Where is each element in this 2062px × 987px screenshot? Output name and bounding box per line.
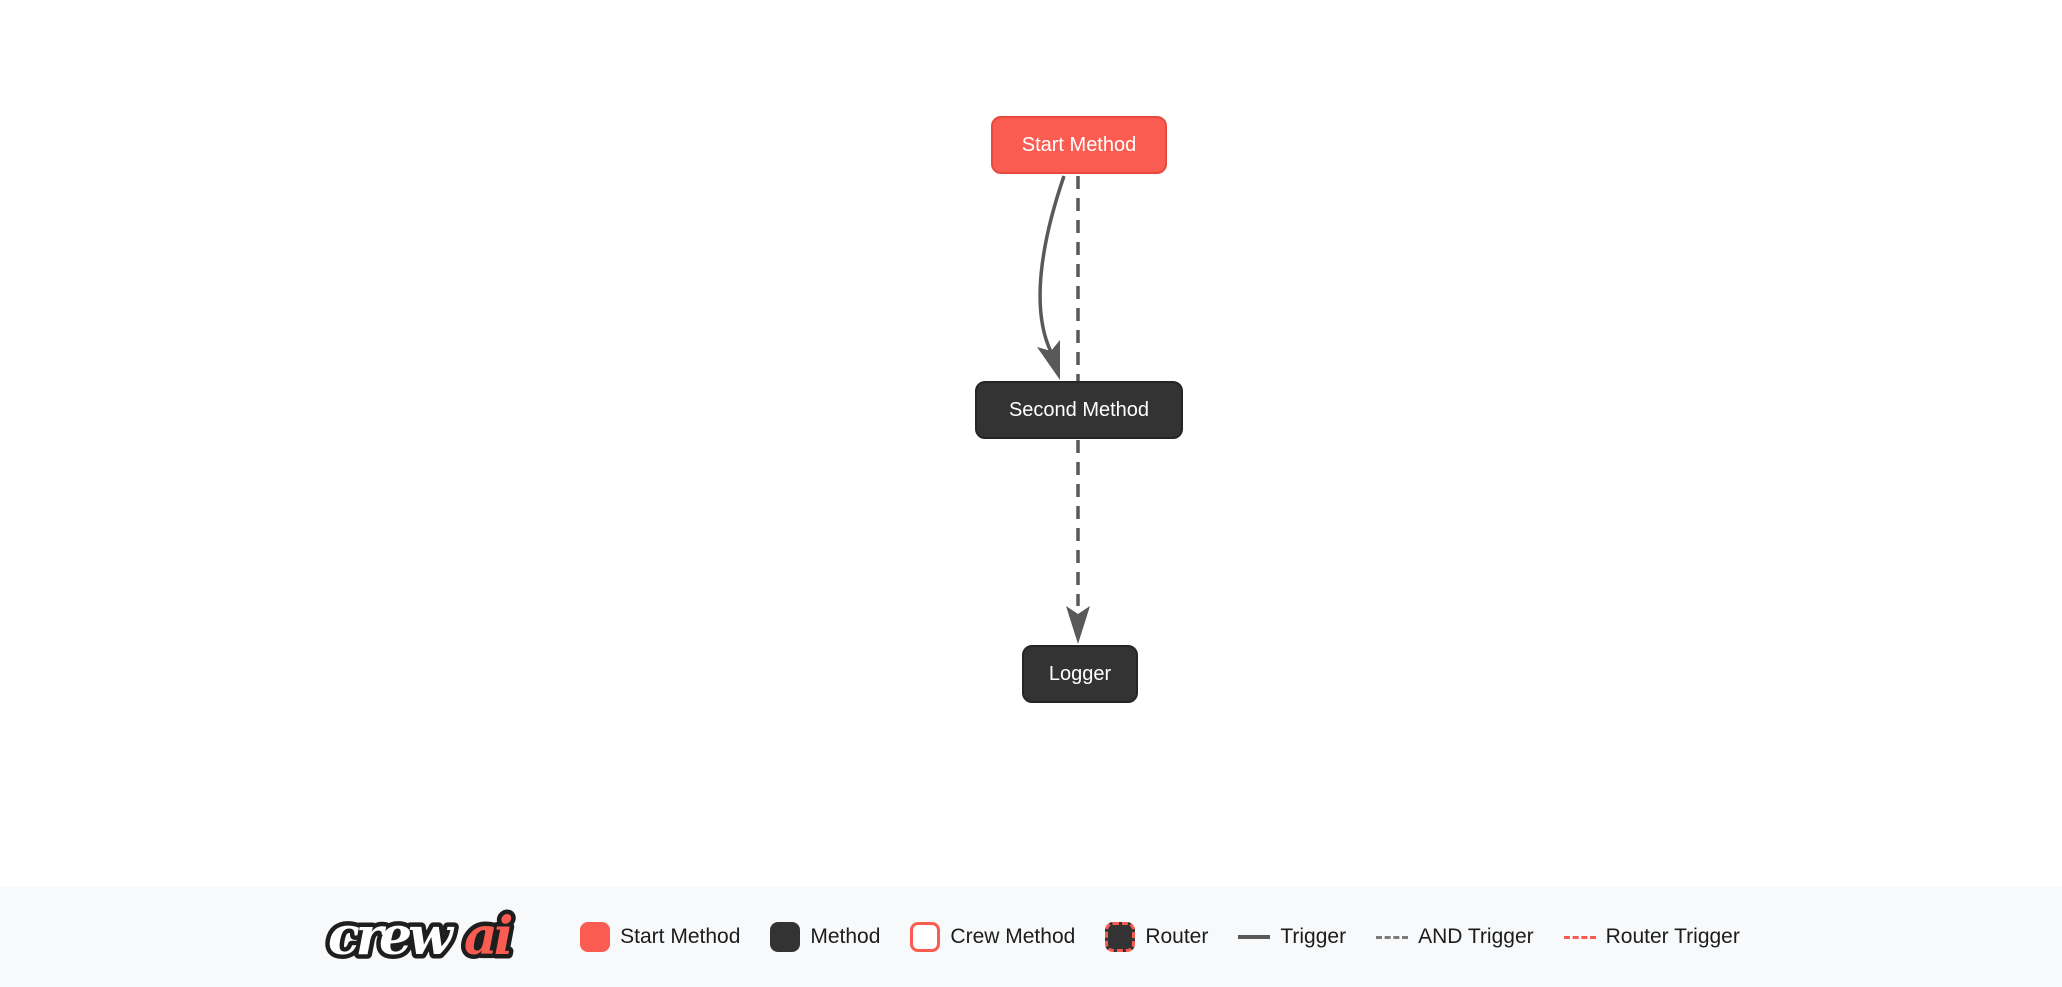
legend-label: Router (1145, 925, 1209, 948)
crewai-logo: crew ai (324, 902, 521, 972)
flow-canvas[interactable]: Start Method Second Method Logger (0, 0, 2062, 887)
node-label: Second Method (1008, 398, 1150, 421)
and-trigger-line-icon (1376, 935, 1409, 939)
node-label: Logger (1048, 662, 1112, 685)
legend-item-router: Router (1105, 922, 1208, 952)
trigger-line-icon (1238, 935, 1271, 939)
legend-label: Method (810, 925, 881, 948)
legend-label: AND Trigger (1418, 925, 1534, 948)
edge-trigger-start-to-second (1038, 175, 1066, 353)
start-method-swatch-icon (580, 922, 611, 952)
node-start-method[interactable]: Start Method (991, 116, 1167, 174)
crew-method-swatch-icon (910, 922, 941, 952)
node-label: Start Method (1021, 133, 1137, 156)
router-swatch-icon (1105, 922, 1136, 952)
legend-item-start-method: Start Method (580, 922, 740, 952)
legend-item-and-trigger: AND Trigger (1376, 925, 1534, 949)
node-second-method[interactable]: Second Method (975, 381, 1183, 439)
arrowhead-icon (1066, 606, 1090, 644)
legend-label: Router Trigger (1605, 925, 1740, 948)
legend-label: Trigger (1280, 925, 1347, 948)
legend-bar: crew ai Start Method Method Crew Method … (0, 887, 2062, 987)
legend-label: Crew Method (950, 925, 1076, 948)
logo-text-ai: ai (464, 906, 512, 967)
legend-item-crew-method: Crew Method (910, 922, 1075, 952)
logo-text-crew: crew (328, 906, 455, 967)
legend-item-method: Method (770, 922, 880, 952)
legend-label: Start Method (620, 925, 741, 948)
edges-layer (1037, 175, 1090, 644)
router-trigger-line-icon (1563, 935, 1596, 939)
legend-item-router-trigger: Router Trigger (1563, 925, 1740, 949)
node-logger[interactable]: Logger (1022, 645, 1138, 703)
arrowhead-icon (1037, 340, 1060, 380)
method-swatch-icon (770, 922, 801, 952)
legend-item-trigger: Trigger (1238, 925, 1346, 949)
